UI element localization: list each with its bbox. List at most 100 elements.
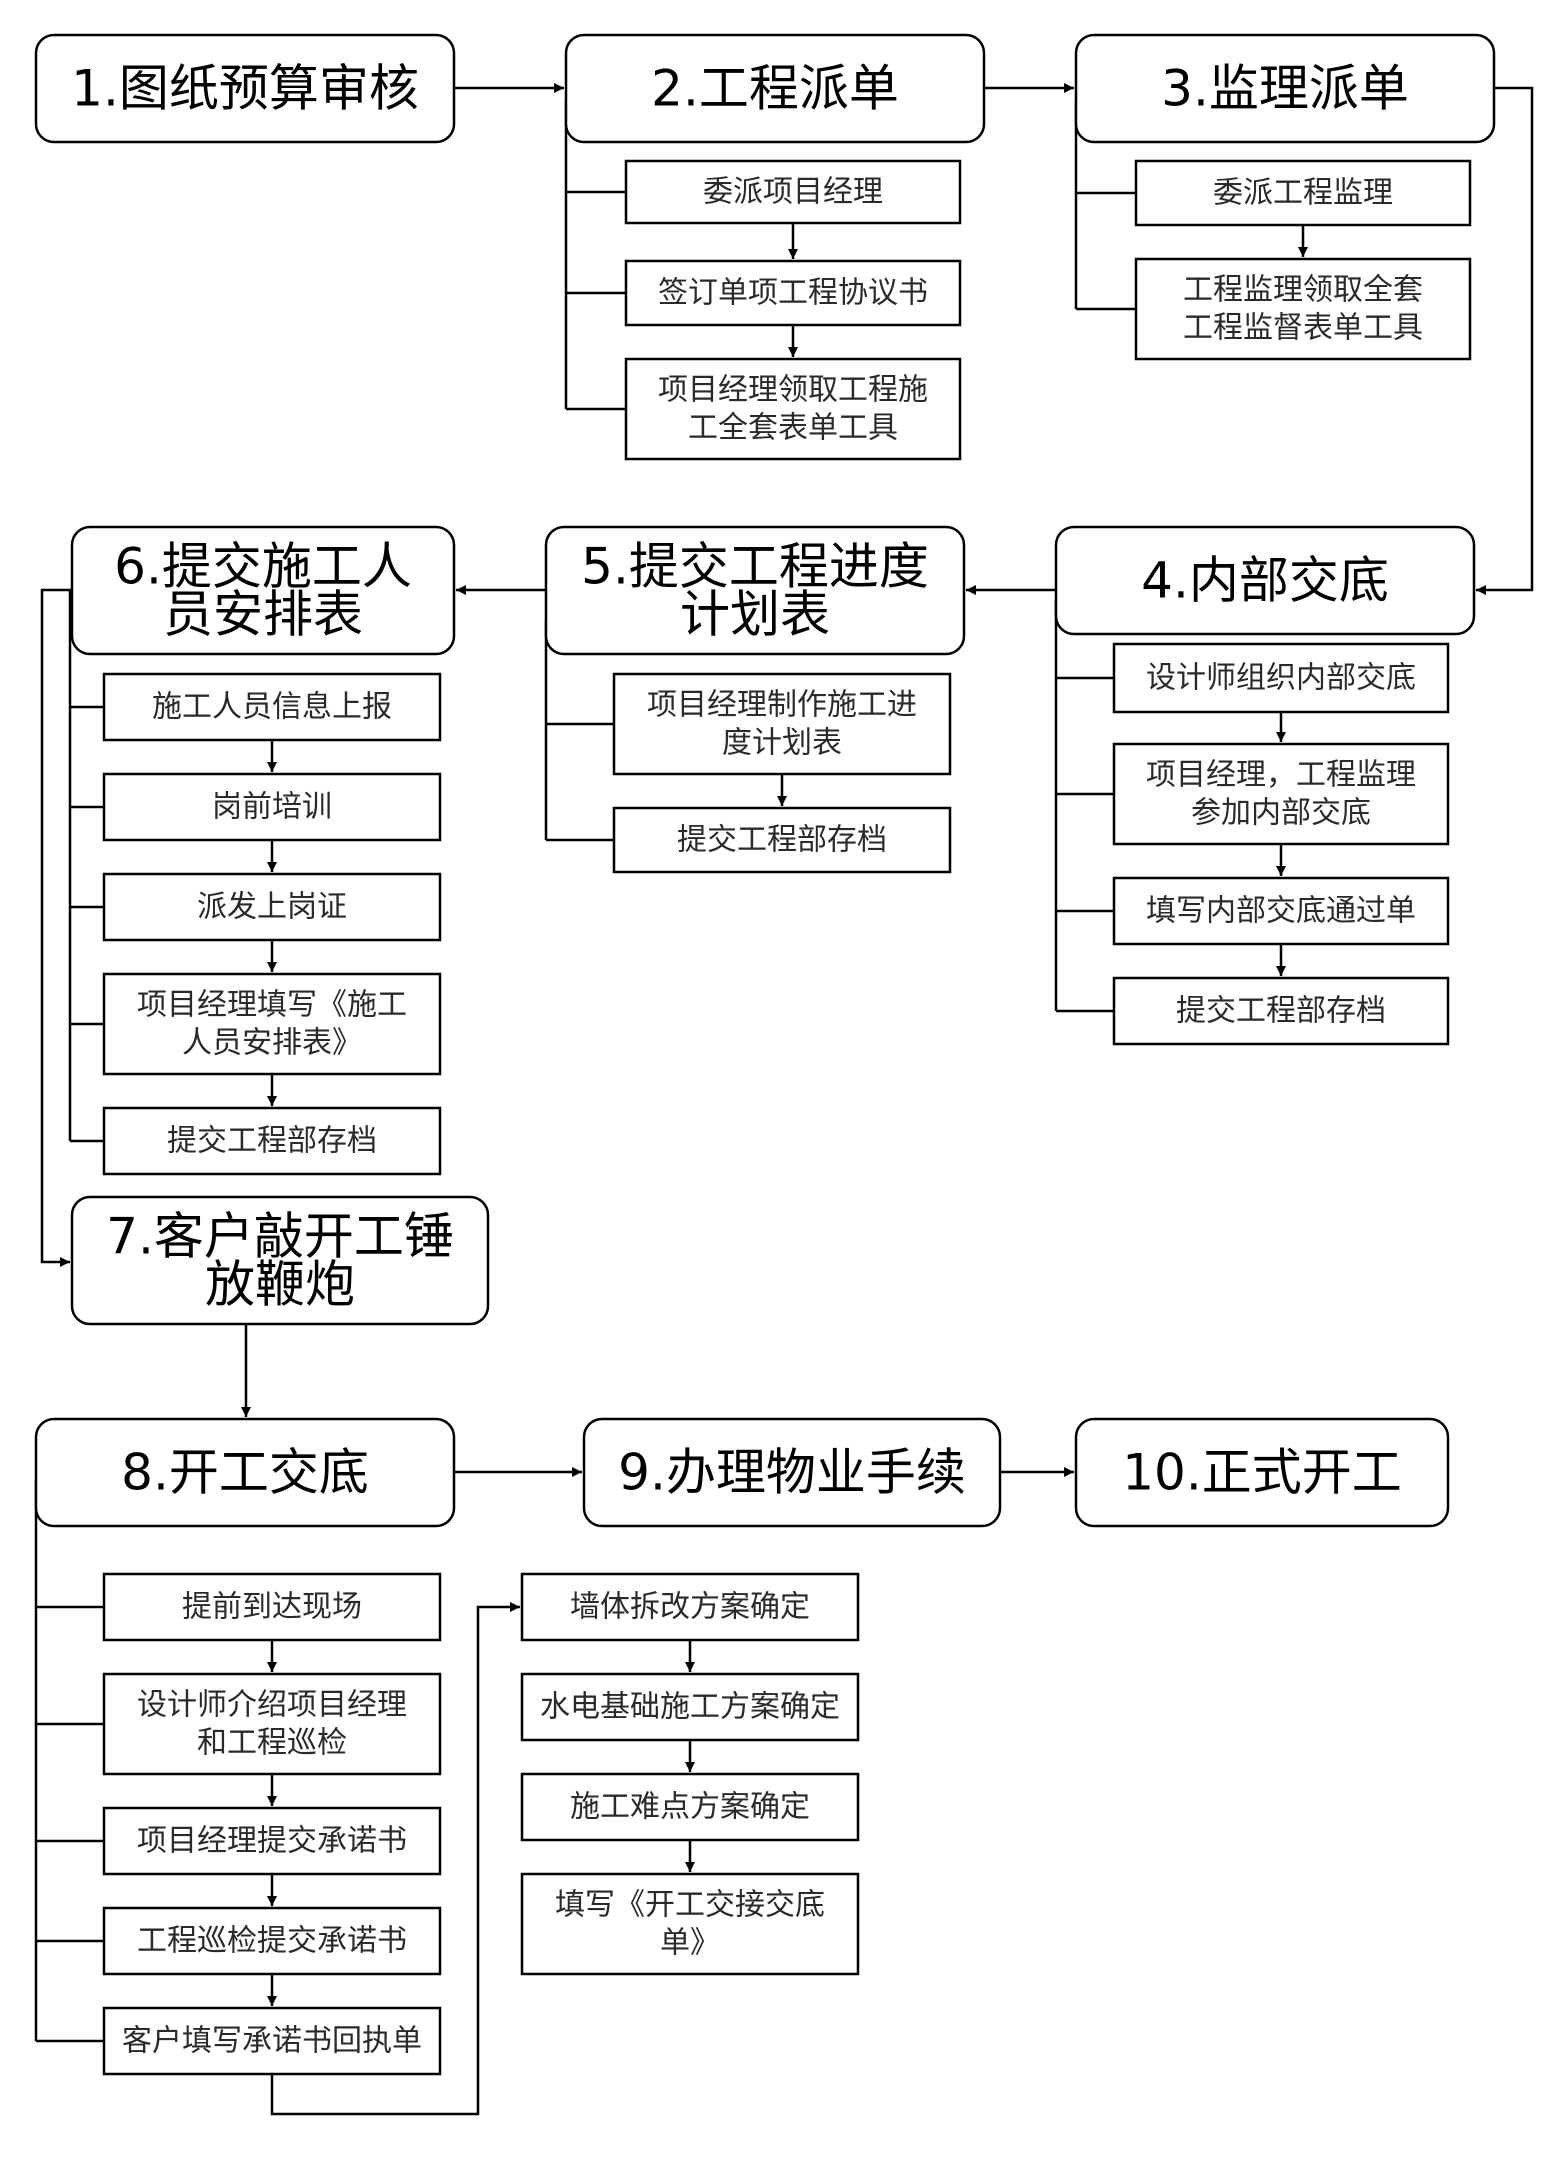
step-s6-frame — [70, 525, 456, 656]
s8a-substep-5-label: 客户填写承诺书回执单 — [122, 2024, 422, 2059]
s4-substep-4: 提交工程部存档 — [1112, 976, 1450, 1046]
s2-substep-1-frame — [624, 159, 962, 225]
step-s10-box: 10.正式开工 — [1074, 1417, 1450, 1528]
s8a-substep-4-label: 工程巡检提交承诺书 — [137, 1924, 407, 1959]
s4-substep-1: 设计师组织内部交底 — [1112, 642, 1450, 714]
step-s7-frame — [70, 1195, 490, 1326]
s5-substep-1-frame — [612, 672, 952, 776]
s6-substep-1: 施工人员信息上报 — [102, 672, 442, 742]
s6-substep-2-label: 岗前培训 — [212, 790, 332, 825]
step-s2-frame — [564, 33, 986, 144]
s5-substep-2-frame — [612, 806, 952, 874]
s2-substep-1: 委派项目经理 — [624, 159, 962, 225]
arrow-3-to-4 — [1476, 86, 1534, 595]
s6-substep-4-frame — [102, 972, 442, 1076]
s6-substep-3-label: 派发上岗证 — [197, 890, 347, 925]
step-s6-title-line-1: 6.提交施工人 — [114, 538, 412, 596]
step-s3-box: 3.监理派单 — [1074, 33, 1496, 144]
s8b-substep-3: 施工难点方案确定 — [520, 1772, 860, 1842]
s6-substep-3: 派发上岗证 — [102, 872, 442, 942]
step-s2-box: 2.工程派单 — [564, 33, 986, 144]
connectors — [34, 83, 1534, 2116]
step-s5-title-line-1: 5.提交工程进度 — [581, 538, 929, 596]
s3-substep-1-frame — [1134, 159, 1472, 227]
step-s6-title-line-2: 员安排表 — [163, 586, 363, 644]
step-s9-box: 9.办理物业手续 — [582, 1417, 1002, 1528]
s2-substep-3-label-line-1: 项目经理领取工程施 — [658, 373, 928, 408]
s6-substep-3-frame — [102, 872, 442, 942]
s8a-substep-1-frame — [102, 1572, 442, 1642]
s8b-substep-3-frame — [520, 1772, 860, 1842]
s4-substep-2-label-line-1: 项目经理，工程监理 — [1146, 758, 1416, 793]
s8a-substep-2-label-line-1: 设计师介绍项目经理 — [137, 1688, 407, 1723]
s3-substep-1: 委派工程监理 — [1134, 159, 1472, 227]
s2-substep-2: 签订单项工程协议书 — [624, 259, 962, 327]
step-s5-frame — [544, 525, 966, 656]
step-s7-title-line-2: 放鞭炮 — [205, 1256, 355, 1314]
s4-substep-1-label: 设计师组织内部交底 — [1146, 661, 1416, 696]
step-s4-frame — [1054, 525, 1476, 636]
s8b-substep-4-frame — [520, 1872, 860, 1976]
s4-substep-3-label: 填写内部交底通过单 — [1146, 894, 1416, 929]
s8b-substep-1-frame — [520, 1572, 860, 1642]
s2-substep-2-frame — [624, 259, 962, 327]
s4-substep-2-frame — [1112, 742, 1450, 846]
s8a-substep-2-label-line-2: 和工程巡检 — [197, 1726, 347, 1761]
s6-substep-4-label-line-1: 项目经理填写《施工 — [137, 988, 407, 1023]
s8b-substep-2: 水电基础施工方案确定 — [520, 1672, 860, 1742]
s8b-substep-3-label: 施工难点方案确定 — [570, 1790, 810, 1825]
s4-substep-3-frame — [1112, 876, 1450, 946]
s8a-substep-3: 项目经理提交承诺书 — [102, 1806, 442, 1876]
step-s8-box: 8.开工交底 — [34, 1417, 456, 1528]
step-s3-frame — [1074, 33, 1496, 144]
s8a-substep-1-label: 提前到达现场 — [182, 1590, 362, 1625]
s6-substep-1-frame — [102, 672, 442, 742]
s4-substep-4-label: 提交工程部存档 — [1176, 994, 1386, 1029]
s8b-substep-1-label: 墙体拆改方案确定 — [570, 1590, 810, 1625]
s4-substep-3: 填写内部交底通过单 — [1112, 876, 1450, 946]
step-s9-title: 9.办理物业手续 — [618, 1444, 966, 1502]
s8a-substep-4: 工程巡检提交承诺书 — [102, 1906, 442, 1976]
s4-substep-4-frame — [1112, 976, 1450, 1046]
s8a-substep-3-frame — [102, 1806, 442, 1876]
s8a-substep-3-label: 项目经理提交承诺书 — [137, 1824, 407, 1859]
s2-substep-2-label: 签订单项工程协议书 — [658, 276, 928, 311]
s6-substep-5: 提交工程部存档 — [102, 1106, 442, 1176]
s5-substep-1-label-line-2: 度计划表 — [722, 726, 842, 761]
step-s7-title-line-1: 7.客户敲开工锤 — [106, 1208, 454, 1266]
step-s9-frame — [582, 1417, 1002, 1528]
s3-substep-2-frame — [1134, 257, 1472, 361]
step-s3-title: 3.监理派单 — [1161, 60, 1409, 118]
step-s8-frame — [34, 1417, 456, 1528]
s3-substep-1-label: 委派工程监理 — [1213, 176, 1393, 211]
step-s1-frame — [34, 33, 456, 144]
s5-substep-2: 提交工程部存档 — [612, 806, 952, 874]
step-s2-title: 2.工程派单 — [651, 60, 899, 118]
step-s5-title-line-2: 计划表 — [680, 586, 830, 644]
s4-substep-1-frame — [1112, 642, 1450, 714]
s8b-substep-2-frame — [520, 1672, 860, 1742]
step-s8-title: 8.开工交底 — [121, 1444, 369, 1502]
s2-substep-3-label-line-2: 工全套表单工具 — [688, 411, 898, 446]
s8b-substep-2-label: 水电基础施工方案确定 — [540, 1690, 840, 1725]
s6-substep-1-label: 施工人员信息上报 — [152, 690, 392, 725]
step-s4-box: 4.内部交底 — [1054, 525, 1476, 636]
step-s10-frame — [1074, 1417, 1450, 1528]
s8a-substep-5: 客户填写承诺书回执单 — [102, 2006, 442, 2076]
s8a-substep-2-frame — [102, 1672, 442, 1776]
s2-substep-3-frame — [624, 357, 962, 461]
s3-substep-2-label-line-1: 工程监理领取全套 — [1183, 273, 1423, 308]
s6-substep-4-label-line-2: 人员安排表》 — [182, 1026, 362, 1061]
s8a-substep-4-frame — [102, 1906, 442, 1976]
arrow-8a-to-8b — [270, 1602, 520, 2116]
